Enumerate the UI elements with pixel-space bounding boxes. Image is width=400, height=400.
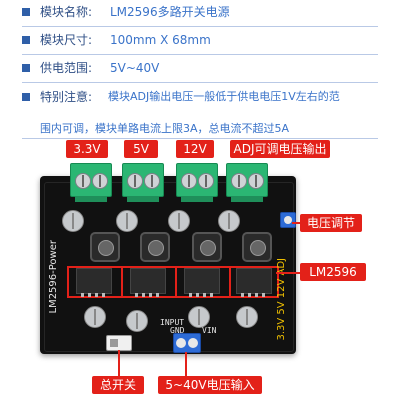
leader-line [292,222,300,224]
leader-line [185,352,187,376]
lm2596-chip [76,268,112,297]
pcb-outline [44,182,294,352]
spec-value: 100mm X 68mm [110,33,211,47]
capacitor [236,306,258,328]
bullet-icon [22,93,30,101]
lm2596-chip [130,268,166,297]
capacitor [62,210,84,232]
bullet-icon [22,36,30,44]
inductor-core [98,240,114,256]
divider [22,54,378,55]
input-terminal [173,333,201,353]
inductor [140,232,170,262]
bullet-icon [22,8,30,16]
divider [22,26,378,27]
spec-value: LM2596多路开关电源 [110,5,230,19]
lm2596-chip [184,268,220,297]
divider [22,138,378,139]
inductor [242,232,272,262]
callout-lm2596: LM2596 [300,263,366,281]
callout-input-range: 5~40V电压输入 [158,376,262,394]
screw-icon [127,173,143,189]
lm2596-chip [236,268,272,297]
terminal-base [181,196,213,202]
terminal-5v [122,163,164,202]
divider [22,82,378,83]
screw-icon [181,173,197,189]
silk-vin: VIN [202,326,217,335]
potentiometer[interactable] [280,212,296,228]
screw-icon [248,173,264,189]
spec-value: 模块ADJ输出电压一般低于供电电压1V左右的范 [108,90,340,103]
capacitor [168,210,190,232]
capacitor [218,210,240,232]
screw-icon [75,173,91,189]
terminal-base [127,196,159,202]
callout-3v3: 3.3V [66,140,108,158]
inductor [192,232,222,262]
capacitor [126,310,148,332]
callout-5v: 5V [124,140,158,158]
capacitor [116,210,138,232]
silk-outputs: 3.3V 5V 12V ADJ [276,258,287,341]
ic-highlight [229,266,279,298]
spec-key: 模块名称: [40,5,93,19]
inductor [90,232,120,262]
spec-key: 特别注意: [40,90,93,104]
inductor-core [250,240,266,256]
spec-key: 模块尺寸: [40,33,93,47]
callout-voltage-adjust: 电压调节 [300,214,362,232]
capacitor [84,306,106,328]
callout-12v: 12V [176,140,214,158]
terminal-base [231,196,263,202]
terminal-base [75,196,107,202]
screw-icon [188,338,198,348]
bullet-icon [22,64,30,72]
spec-key: 供电范围: [40,61,93,75]
leader-line [118,350,120,376]
screw-icon [176,338,186,348]
terminal-3v3 [70,163,112,202]
inductor-core [200,240,216,256]
callout-adj: ADJ可调电压输出 [230,140,330,158]
switch-knob [110,339,118,347]
callout-main-switch: 总开关 [92,376,144,394]
silk-gnd: GND [170,326,185,335]
silk-input: INPUT [160,318,185,327]
screw-icon [198,173,214,189]
capacitor [188,306,210,328]
silk-brand: LM2596-Power [48,240,59,314]
screw-icon [144,173,160,189]
inductor-core [148,240,164,256]
spec-note-continued: 围内可调，模块单路电流上限3A，总电流不超过5A [40,122,290,135]
power-switch[interactable] [106,335,132,351]
terminal-adj [226,163,268,202]
screw-icon [231,173,247,189]
terminal-12v [176,163,218,202]
spec-value: 5V~40V [110,61,160,75]
leader-line [276,272,300,274]
screw-icon [92,173,108,189]
